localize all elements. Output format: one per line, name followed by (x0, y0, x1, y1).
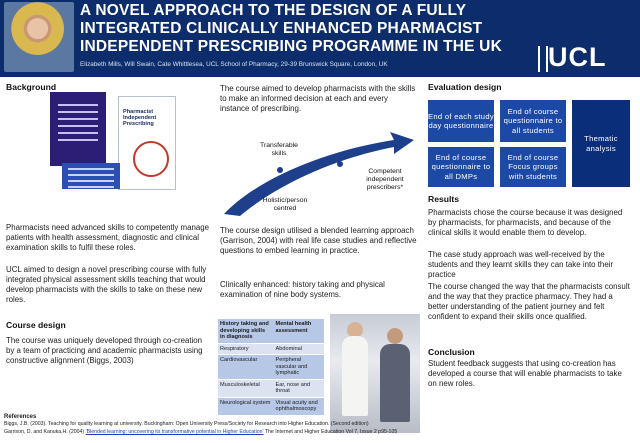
results-para-3: The course changed the way that the phar… (428, 282, 630, 322)
arrow-label-holistic: Holistic/person centred (262, 197, 308, 212)
references-heading: References (4, 414, 37, 420)
table-row: History taking and developing skills in … (218, 319, 324, 344)
table-row: Cardiovascular Peripheral vascular and l… (218, 354, 324, 380)
ucl-logo-mark (538, 46, 548, 72)
table-cell: Abdominal (273, 343, 324, 355)
body-systems-table: History taking and developing skills in … (218, 319, 324, 416)
evaluation-heading: Evaluation design (428, 82, 502, 92)
table-cell: Neurological system (218, 397, 274, 416)
table-row: Respiratory Abdominal (218, 343, 324, 355)
reference-1: Biggs, J.B. (2003). Teaching for quality… (4, 421, 369, 428)
clinical-skills-photo (330, 314, 420, 433)
author-photo (4, 2, 74, 72)
table-row: Neurological system Visual acuity and op… (218, 397, 324, 416)
table-cell: Ear, nose and throat (273, 379, 324, 398)
arrow-node-2 (337, 161, 343, 167)
eval-box-dmps: End of course questionnaire to all DMPs (428, 147, 494, 187)
arrow-node-1 (277, 167, 283, 173)
table-cell: Visual acuity and ophthalmoscopy (273, 397, 324, 416)
conclusion-para: Student feedback suggests that using co-… (428, 359, 622, 389)
poster-title: A NOVEL APPROACH TO THE DESIGN OF A FULL… (80, 2, 550, 56)
title-line-2: INTEGRATED CLINICALLY ENHANCED PHARMACIS… (80, 20, 483, 37)
results-heading: Results (428, 194, 460, 204)
book-cover-image-small (62, 163, 120, 189)
results-para-1: Pharmacists chose the course because it … (428, 208, 623, 238)
table-cell: Cardiovascular (218, 354, 274, 380)
arrow-label-competent: Competent independent prescribers* (366, 168, 404, 191)
background-heading: Background (6, 82, 57, 92)
course-aim-text: The course aimed to develop pharmacists … (220, 84, 416, 114)
skills-arrow-diagram (224, 132, 414, 216)
eval-box-thematic-analysis: Thematic analysis (572, 100, 630, 187)
table-cell: Peripheral vascular and lymphatic (273, 354, 324, 380)
table-cell: History taking and developing skills in … (218, 319, 274, 344)
title-line-3: INDEPENDENT PRESCRIBING PROGRAMME IN THE… (80, 38, 502, 55)
curved-arrow-icon (224, 132, 414, 216)
table-cell: Respiratory (218, 343, 274, 355)
background-para-2: UCL aimed to design a novel prescribing … (6, 265, 207, 305)
title-line-1: A NOVEL APPROACH TO THE DESIGN OF A FULL… (80, 2, 467, 19)
table-row: Musculoskeletal Ear, nose and throat (218, 379, 324, 398)
eval-box-focus-groups: End of course Focus groups with students (500, 147, 566, 187)
reference-2-source: The Internet and Higher Education Vol 7,… (263, 428, 398, 435)
reference-2-link[interactable]: 'Blended learning: uncovering its transf… (85, 428, 264, 435)
reference-2-authors: Garrison, D. and Kanuka,H. (2004) (4, 428, 86, 435)
cover-emblem (133, 141, 169, 177)
references-section: References Biggs, J.B. (2003). Teaching … (4, 414, 634, 436)
book-cover-image (50, 92, 106, 166)
conclusion-heading: Conclusion (428, 347, 475, 357)
cover-title: Pharmacist Independent Prescribing (123, 109, 157, 127)
clinically-enhanced-text: Clinically enhanced: history taking and … (220, 280, 385, 300)
blended-learning-text: The course design utilised a blended lea… (220, 226, 417, 256)
background-para-1: Pharmacists need advanced skills to comp… (6, 223, 210, 253)
table-cell: Mental health assessment (273, 319, 324, 344)
table-cell: Musculoskeletal (218, 379, 274, 398)
arrow-label-transferable: Transferable skills (260, 142, 298, 157)
poster-header: A NOVEL APPROACH TO THE DESIGN OF A FULL… (0, 0, 640, 77)
course-design-heading: Course design (6, 320, 66, 330)
ucl-logo: UCL (548, 42, 607, 72)
authors-affiliation: Elizabeth Mills, Will Swain, Cate Whittl… (80, 61, 388, 68)
course-design-para: The course was uniquely developed throug… (6, 336, 203, 366)
prescribing-framework-cover: Pharmacist Independent Prescribing (118, 96, 176, 190)
eval-box-study-day: End of each study day questionnaire (428, 100, 494, 142)
eval-box-students-questionnaire: End of course questionnaire to all stude… (500, 100, 566, 142)
results-para-2: The case study approach was well-receive… (428, 250, 614, 280)
reference-2: Garrison, D. and Kanuka,H. (2004) 'Blend… (4, 429, 634, 436)
